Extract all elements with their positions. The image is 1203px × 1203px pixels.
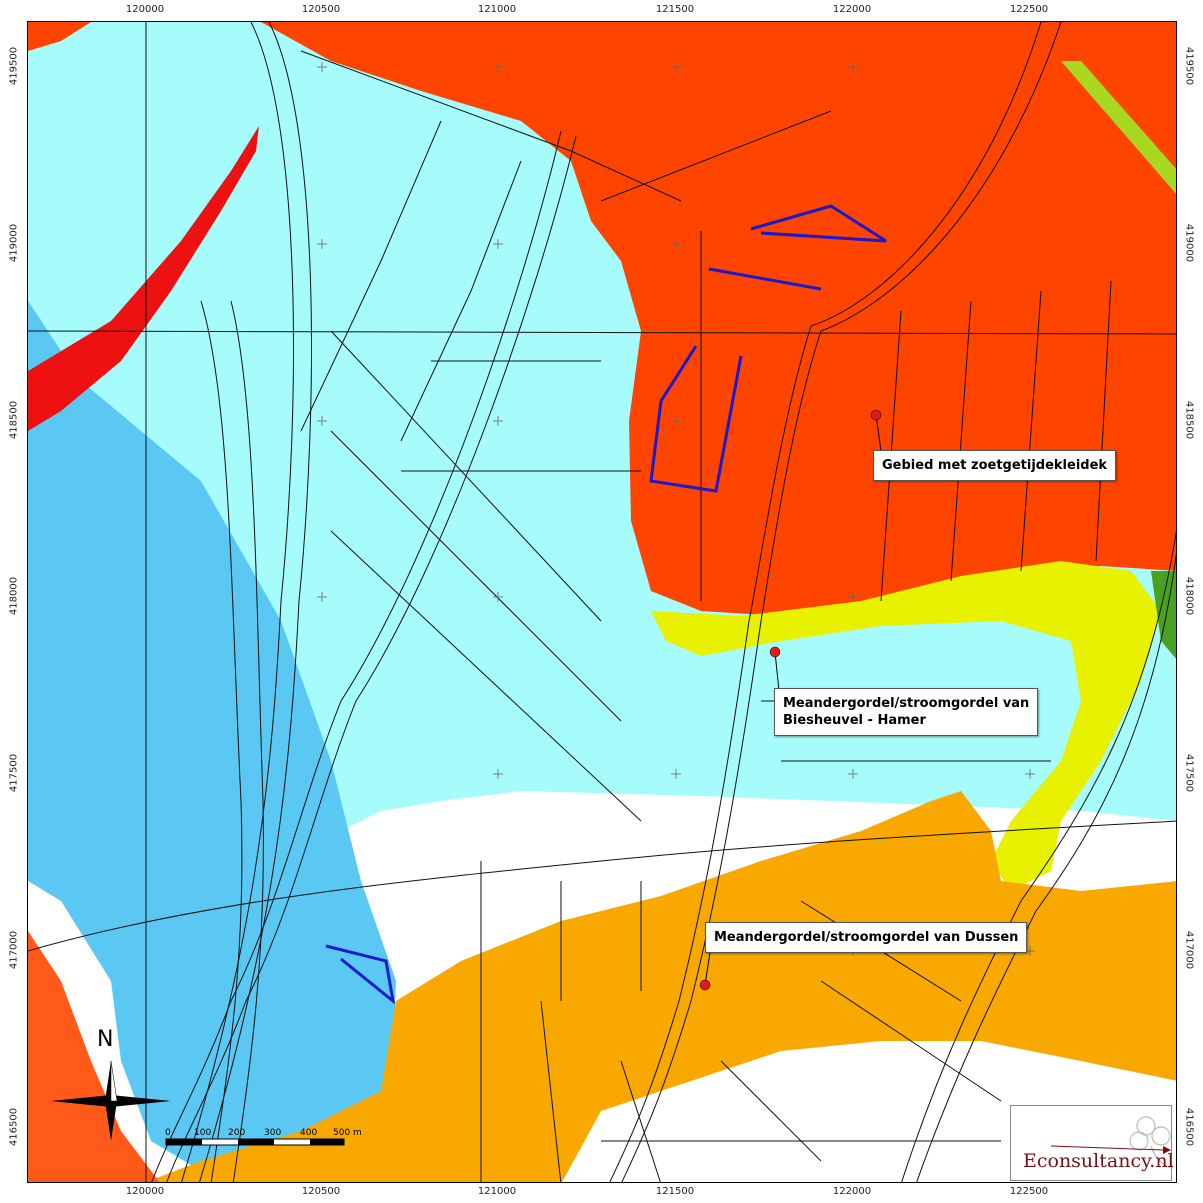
y-tick-right: 416500: [1183, 1107, 1195, 1147]
label-dussen-text: Meandergordel/stroomgordel van Dussen: [714, 930, 1019, 945]
grid-crosses: [317, 62, 1035, 956]
map-canvas[interactable]: [28, 22, 1177, 1183]
x-tick-bottom: 120000: [125, 1186, 165, 1197]
label-biesheuvel-line1: Meandergordel/stroomgordel van: [783, 696, 1030, 711]
scale-label: 100: [194, 1128, 212, 1138]
clover-icon: [1050, 1116, 1171, 1169]
x-tick-top: 120500: [301, 4, 341, 15]
scale-bar: [165, 1138, 345, 1146]
x-tick-top: 121500: [655, 4, 695, 15]
label-dussen: Meandergordel/stroomgordel van Dussen: [705, 922, 1028, 953]
label-zoetgetij: Gebied met zoetgetijdekleidek: [873, 450, 1117, 481]
marker-dussen: [699, 979, 711, 991]
y-tick-right: 417500: [1183, 753, 1195, 793]
y-tick-left: 418500: [8, 400, 20, 440]
x-tick-top: 120000: [125, 4, 165, 15]
y-tick-right: 418500: [1183, 400, 1195, 440]
plot-outlines: [325, 204, 887, 1005]
y-tick-left: 417500: [8, 753, 20, 793]
label-biesheuvel-line2: Biesheuvel - Hamer: [783, 713, 926, 728]
y-tick-right: 418000: [1183, 576, 1195, 616]
map-frame[interactable]: [27, 21, 1177, 1183]
scale-label: 400: [300, 1128, 318, 1138]
mid-blue-channel: [28, 301, 396, 1171]
y-tick-left: 419000: [8, 223, 20, 263]
y-tick-right: 419500: [1183, 46, 1195, 86]
zoetgetij-zone-nw: [28, 22, 91, 51]
dussen-zone: [146, 791, 1176, 1182]
red-stream-nw: [28, 126, 259, 431]
green-strip-e: [1151, 571, 1176, 659]
x-tick-bottom: 121500: [655, 1186, 695, 1197]
scale-label: 0: [165, 1128, 171, 1138]
y-tick-right: 417000: [1183, 930, 1195, 970]
x-tick-bottom: 121000: [477, 1186, 517, 1197]
x-tick-bottom: 122500: [1009, 1186, 1049, 1197]
x-tick-top: 122000: [832, 4, 872, 15]
y-tick-left: 419500: [8, 46, 20, 86]
label-markers: [699, 409, 882, 991]
scale-label: 200: [228, 1128, 246, 1138]
x-tick-top: 121000: [477, 4, 517, 15]
label-biesheuvel: Meandergordel/stroomgordel van Biesheuve…: [774, 688, 1039, 736]
y-tick-left: 416500: [8, 1107, 20, 1147]
y-tick-left: 417000: [8, 930, 20, 970]
scale-label: 500 m: [333, 1128, 362, 1138]
marker-zoetgetij: [870, 409, 882, 421]
label-zoetgetij-text: Gebied met zoetgetijdekleidek: [882, 458, 1108, 473]
company-logo[interactable]: Econsultancy.nl: [1010, 1105, 1174, 1181]
x-tick-top: 122500: [1009, 4, 1049, 15]
marker-biesheuvel: [769, 646, 781, 658]
logo-text: Econsultancy.nl: [1023, 1150, 1174, 1172]
green-strip-ne: [1061, 61, 1176, 194]
x-tick-bottom: 120500: [301, 1186, 341, 1197]
north-arrow-icon: [51, 1060, 171, 1141]
y-tick-right: 419000: [1183, 223, 1195, 263]
x-tick-bottom: 122000: [832, 1186, 872, 1197]
scale-label: 300: [264, 1128, 282, 1138]
orange-sw-corner: [28, 931, 160, 1182]
north-label: N: [97, 1027, 114, 1052]
y-tick-left: 418000: [8, 576, 20, 616]
biesheuvel-zone: [651, 561, 1161, 891]
